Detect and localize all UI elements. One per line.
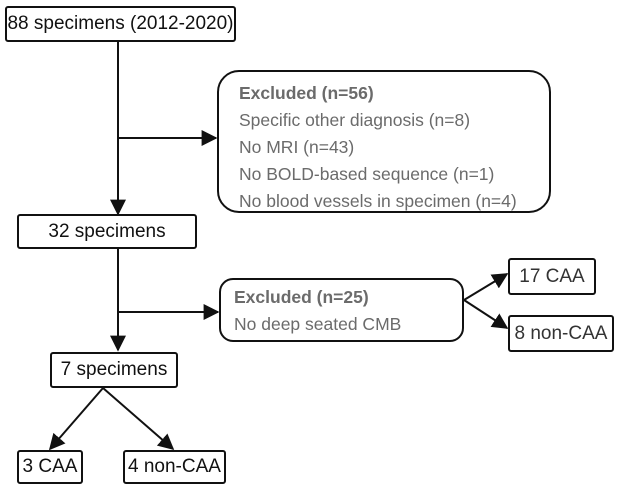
arrow-final-to-noncaa [102, 387, 175, 451]
arrow-excluded2-to-noncaa [463, 299, 509, 329]
excluded1-title: Excluded (n=56) [239, 83, 374, 103]
mid-label: 32 specimens [48, 220, 166, 242]
final-caa-label: 3 CAA [22, 456, 78, 477]
excluded2-item: No deep seated CMB [234, 314, 402, 334]
excluded1-item: No BOLD-based sequence (n=1) [239, 164, 495, 184]
arrow-excluded2-to-caa [463, 273, 509, 301]
final-box: 7 specimens [50, 352, 178, 388]
excluded2-noncaa-box: 8 non-CAA [508, 315, 614, 352]
excluded2-title: Excluded (n=25) [234, 287, 369, 307]
excluded1-item: No MRI (n=43) [239, 137, 355, 157]
final-label: 7 specimens [60, 359, 168, 380]
excluded1-item: No blood vessels in specimen (n=4) [239, 191, 517, 211]
start-label: 88 specimens (2012-2020) [7, 13, 234, 34]
excluded2-caa-label: 17 CAA [519, 265, 585, 287]
arrow-final-to-caa [48, 387, 104, 451]
start-box: 88 specimens (2012-2020) [5, 6, 236, 42]
excluded2-caa-box: 17 CAA [508, 258, 596, 295]
final-noncaa-box: 4 non-CAA [123, 450, 226, 484]
excluded1-box: Excluded (n=56) Specific other diagnosis… [217, 70, 551, 213]
final-noncaa-label: 4 non-CAA [128, 456, 221, 477]
mid-box: 32 specimens [17, 214, 197, 249]
excluded2-box: Excluded (n=25) No deep seated CMB [219, 278, 464, 342]
final-caa-box: 3 CAA [17, 450, 83, 484]
excluded2-noncaa-label: 8 non-CAA [514, 322, 608, 344]
excluded1-item: Specific other diagnosis (n=8) [239, 110, 471, 130]
